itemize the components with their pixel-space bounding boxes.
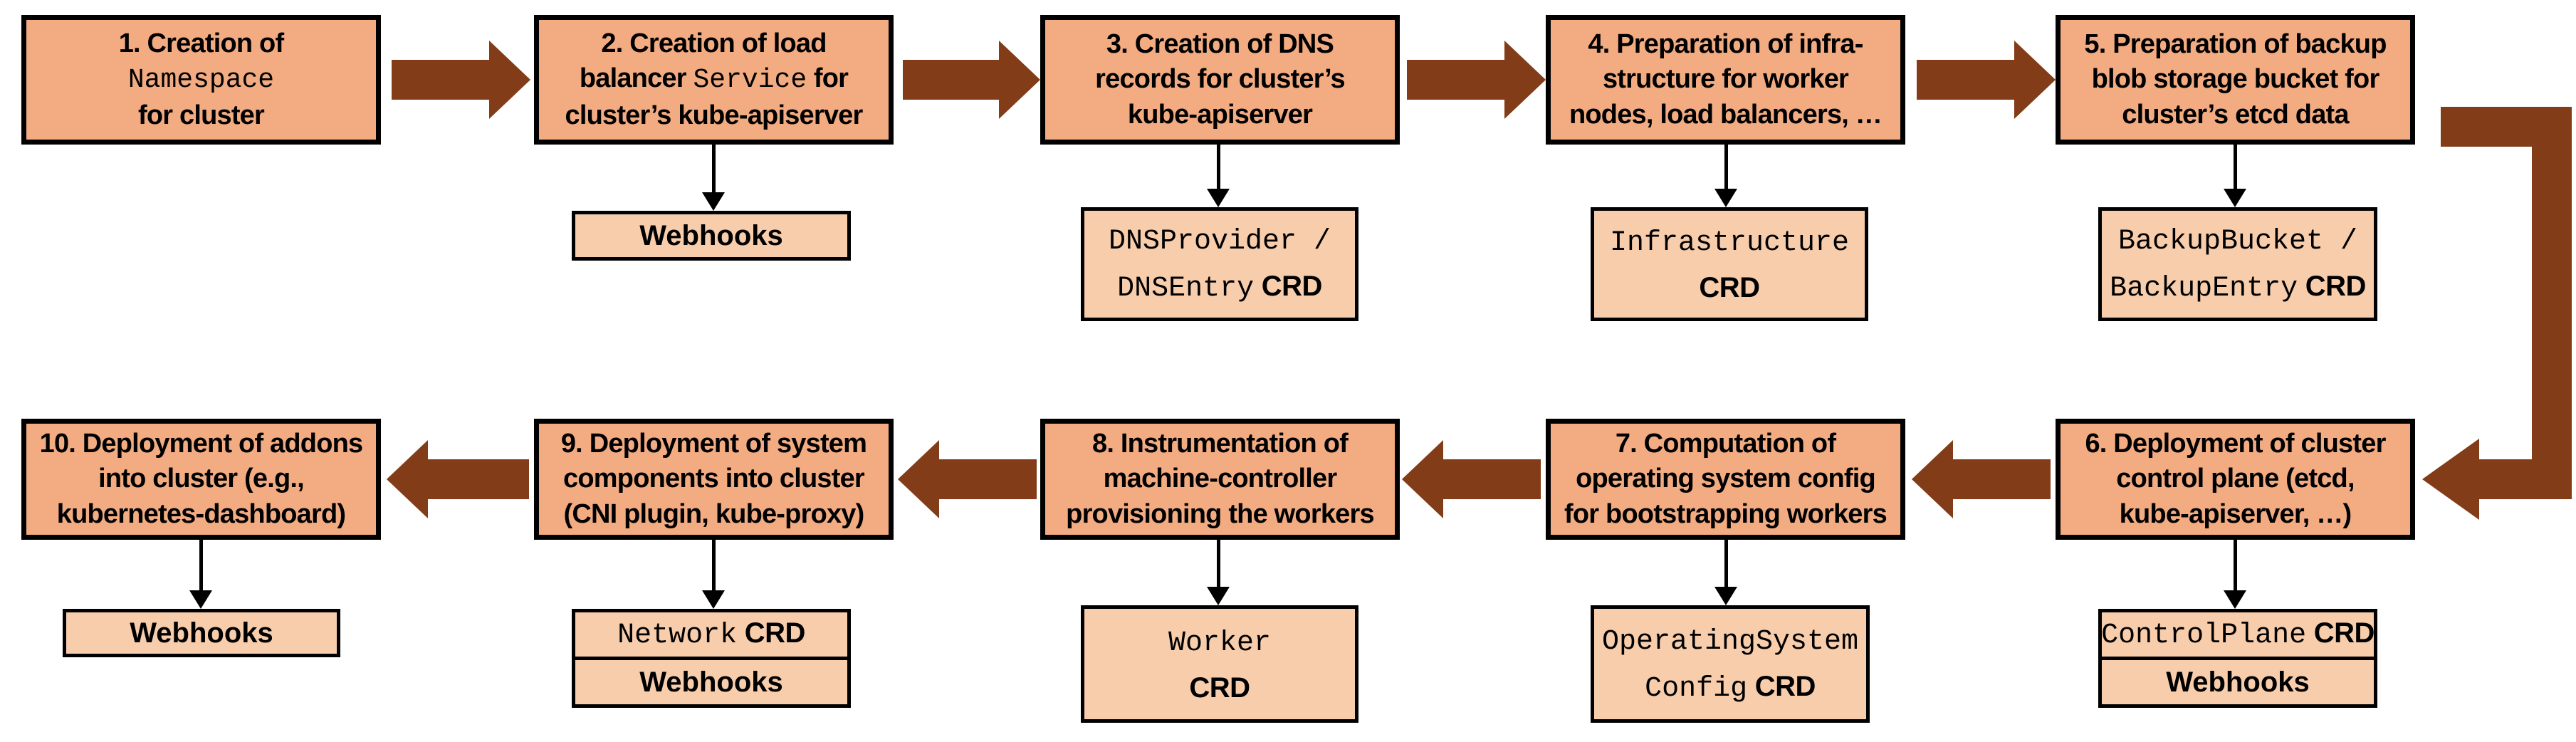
- arrow-left-icon: [428, 459, 529, 499]
- arrow-right-icon: [2014, 41, 2056, 119]
- backup-crd-box: BackupBucket /BackupEntry CRD: [2098, 207, 2377, 321]
- step-4-box: 4. Preparation of infra-structure for wo…: [1546, 15, 1905, 145]
- arrow-down-icon: [2224, 590, 2246, 609]
- arrow-down-icon: [2224, 189, 2246, 207]
- network-crd-box: Network CRD: [572, 609, 851, 660]
- arrow-down-icon: [1714, 189, 1737, 207]
- arrow-right-icon: [1407, 60, 1504, 100]
- arrow-right-icon: [489, 41, 530, 119]
- controlplane-crd-label: ControlPlane CRD: [2101, 617, 2375, 652]
- elbow-arrow-vertical-segment: [2532, 107, 2572, 499]
- arrow-down-icon: [1207, 189, 1230, 207]
- controlplane-crd-box: ControlPlane CRD: [2098, 609, 2377, 660]
- arrow-right-icon: [1504, 41, 1546, 119]
- webhooks-box-step10: Webhooks: [63, 609, 340, 657]
- network-crd-label: Network CRD: [617, 617, 805, 652]
- connector-line: [2234, 145, 2237, 190]
- webhooks-box-step2: Webhooks: [572, 211, 851, 261]
- arrow-left-icon: [939, 459, 1037, 499]
- connector-line: [1217, 145, 1220, 190]
- arrow-left-icon: [898, 440, 939, 518]
- connector-line: [712, 540, 716, 592]
- arrow-left-icon: [2422, 439, 2479, 520]
- arrow-right-icon: [1917, 60, 2014, 100]
- arrow-down-icon: [702, 192, 725, 211]
- connector-line: [712, 145, 716, 194]
- connector-line: [1217, 540, 1220, 588]
- webhooks-box-step9: Webhooks: [572, 657, 851, 708]
- dns-crd-label: DNSProvider /DNSEntry CRD: [1108, 226, 1331, 305]
- arrow-left-icon: [1912, 440, 1953, 518]
- webhooks-label: Webhooks: [639, 220, 783, 251]
- webhooks-label: Webhooks: [130, 617, 273, 649]
- connector-line: [199, 540, 203, 592]
- arrow-left-icon: [1953, 459, 2051, 499]
- step-4-label: 4. Preparation of infra-structure for wo…: [1569, 28, 1883, 130]
- dns-crd-box: DNSProvider /DNSEntry CRD: [1081, 207, 1358, 321]
- connector-line: [2234, 540, 2237, 592]
- arrow-right-icon: [392, 60, 489, 100]
- step6-sub-stack: ControlPlane CRD Webhooks: [2098, 609, 2377, 708]
- elbow-arrow-bottom-segment: [2478, 459, 2572, 499]
- arrow-left-icon: [1443, 459, 1541, 499]
- arrow-right-icon: [999, 41, 1040, 119]
- webhooks-label: Webhooks: [639, 667, 783, 698]
- arrow-down-icon: [1714, 587, 1737, 605]
- backup-crd-label: BackupBucket /BackupEntry CRD: [2110, 226, 2366, 305]
- step9-sub-stack: Network CRD Webhooks: [572, 609, 851, 708]
- webhooks-box-step6: Webhooks: [2098, 657, 2377, 708]
- connector-line: [1724, 540, 1728, 588]
- arrow-down-icon: [702, 590, 725, 609]
- arrow-left-icon: [1402, 440, 1443, 518]
- arrow-right-icon: [903, 60, 999, 100]
- webhooks-label: Webhooks: [2166, 667, 2310, 698]
- arrow-down-icon: [189, 590, 212, 609]
- arrow-down-icon: [1207, 587, 1230, 605]
- arrow-left-icon: [387, 440, 428, 518]
- connector-line: [1724, 145, 1728, 190]
